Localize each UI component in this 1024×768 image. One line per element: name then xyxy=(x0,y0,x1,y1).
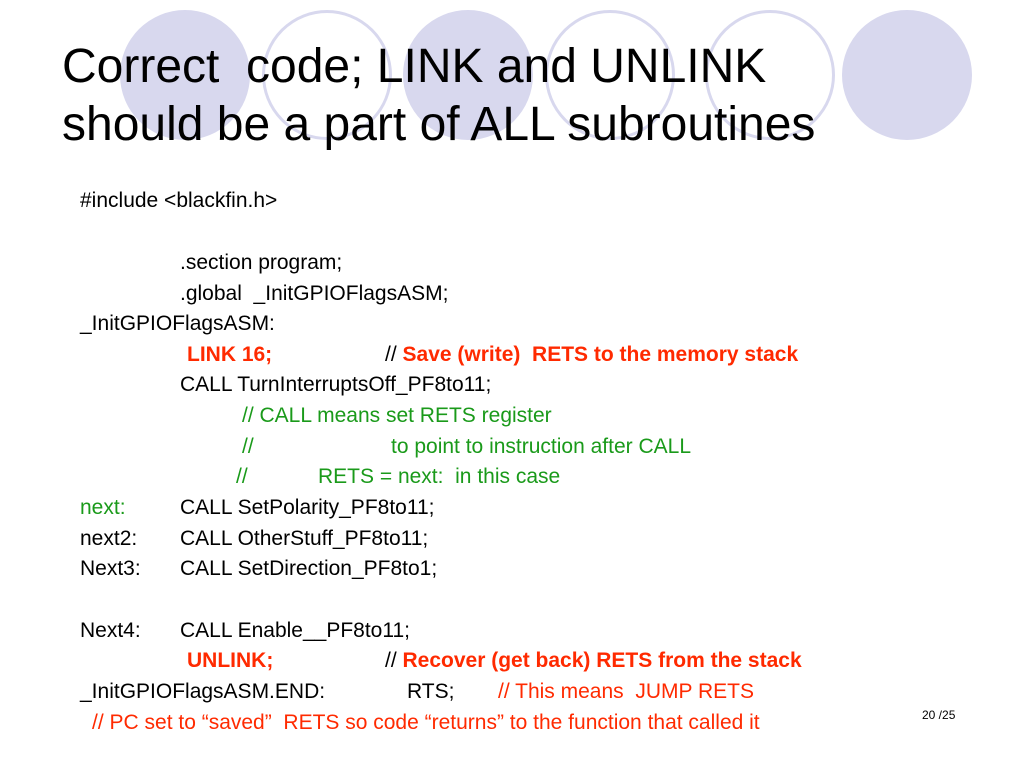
code-unlink-comment: Recover (get back) RETS from the stack xyxy=(396,649,802,672)
code-next4-label: Next4: xyxy=(80,619,141,642)
code-call-interrupts: CALL TurnInterruptsOff_PF8to11; xyxy=(180,373,492,396)
code-rts-instruction: RTS; xyxy=(407,680,455,703)
code-comment-rets-next: RETS = next: in this case xyxy=(318,465,561,488)
code-comment-slashes-2: // xyxy=(242,435,254,458)
page-number: 20 /25 xyxy=(922,708,956,722)
code-function-label: _InitGPIOFlagsASM: xyxy=(80,312,275,335)
title-line-1: Correct code; LINK and UNLINK xyxy=(62,40,767,93)
code-end-label: _InitGPIOFlagsASM.END: xyxy=(80,680,326,703)
code-link-instruction: LINK 16; xyxy=(187,343,273,366)
code-comment-slashes-3: // xyxy=(236,465,248,488)
code-comment-point-to: to point to instruction after CALL xyxy=(391,435,691,458)
code-comment-call-rets: // CALL means set RETS register xyxy=(242,404,552,427)
code-call-enable: CALL Enable__PF8to11; xyxy=(180,619,410,642)
code-link-comment: Save (write) RETS to the memory stack xyxy=(396,343,799,366)
decor-ring-2 xyxy=(545,10,675,140)
code-link-comment-line: // Save (write) RETS to the memory stack xyxy=(385,343,798,367)
code-call-other: CALL OtherStuff_PF8to11; xyxy=(180,527,429,550)
code-final-comment: // PC set to “saved” RETS so code “retur… xyxy=(92,711,760,734)
decor-circle-1 xyxy=(120,10,250,140)
code-global: .global _InitGPIOFlagsASM; xyxy=(180,282,449,305)
code-unlink-instruction: UNLINK; xyxy=(187,649,274,672)
code-next2-label: next2: xyxy=(80,527,138,550)
decor-ring-1 xyxy=(262,10,392,140)
title-line-2: should be a part of ALL subroutines xyxy=(62,98,816,151)
code-unlink-slashes: // xyxy=(385,649,397,672)
code-link-slashes: // xyxy=(385,343,397,366)
code-call-direction: CALL SetDirection_PF8to1; xyxy=(180,557,438,580)
decor-ring-3 xyxy=(705,10,835,140)
decor-circle-2 xyxy=(403,10,533,140)
code-next3-label: Next3: xyxy=(80,557,141,580)
decor-circle-3 xyxy=(842,10,972,140)
slide-title: Correct code; LINK and UNLINK should be … xyxy=(62,38,1002,154)
code-next-label: next: xyxy=(80,496,126,519)
code-rts-comment: // This means JUMP RETS xyxy=(498,680,754,703)
code-call-polarity: CALL SetPolarity_PF8to11; xyxy=(180,496,435,519)
code-include: #include <blackfin.h> xyxy=(80,189,278,212)
code-unlink-comment-line: // Recover (get back) RETS from the stac… xyxy=(385,649,802,673)
code-section: .section program; xyxy=(180,251,343,274)
